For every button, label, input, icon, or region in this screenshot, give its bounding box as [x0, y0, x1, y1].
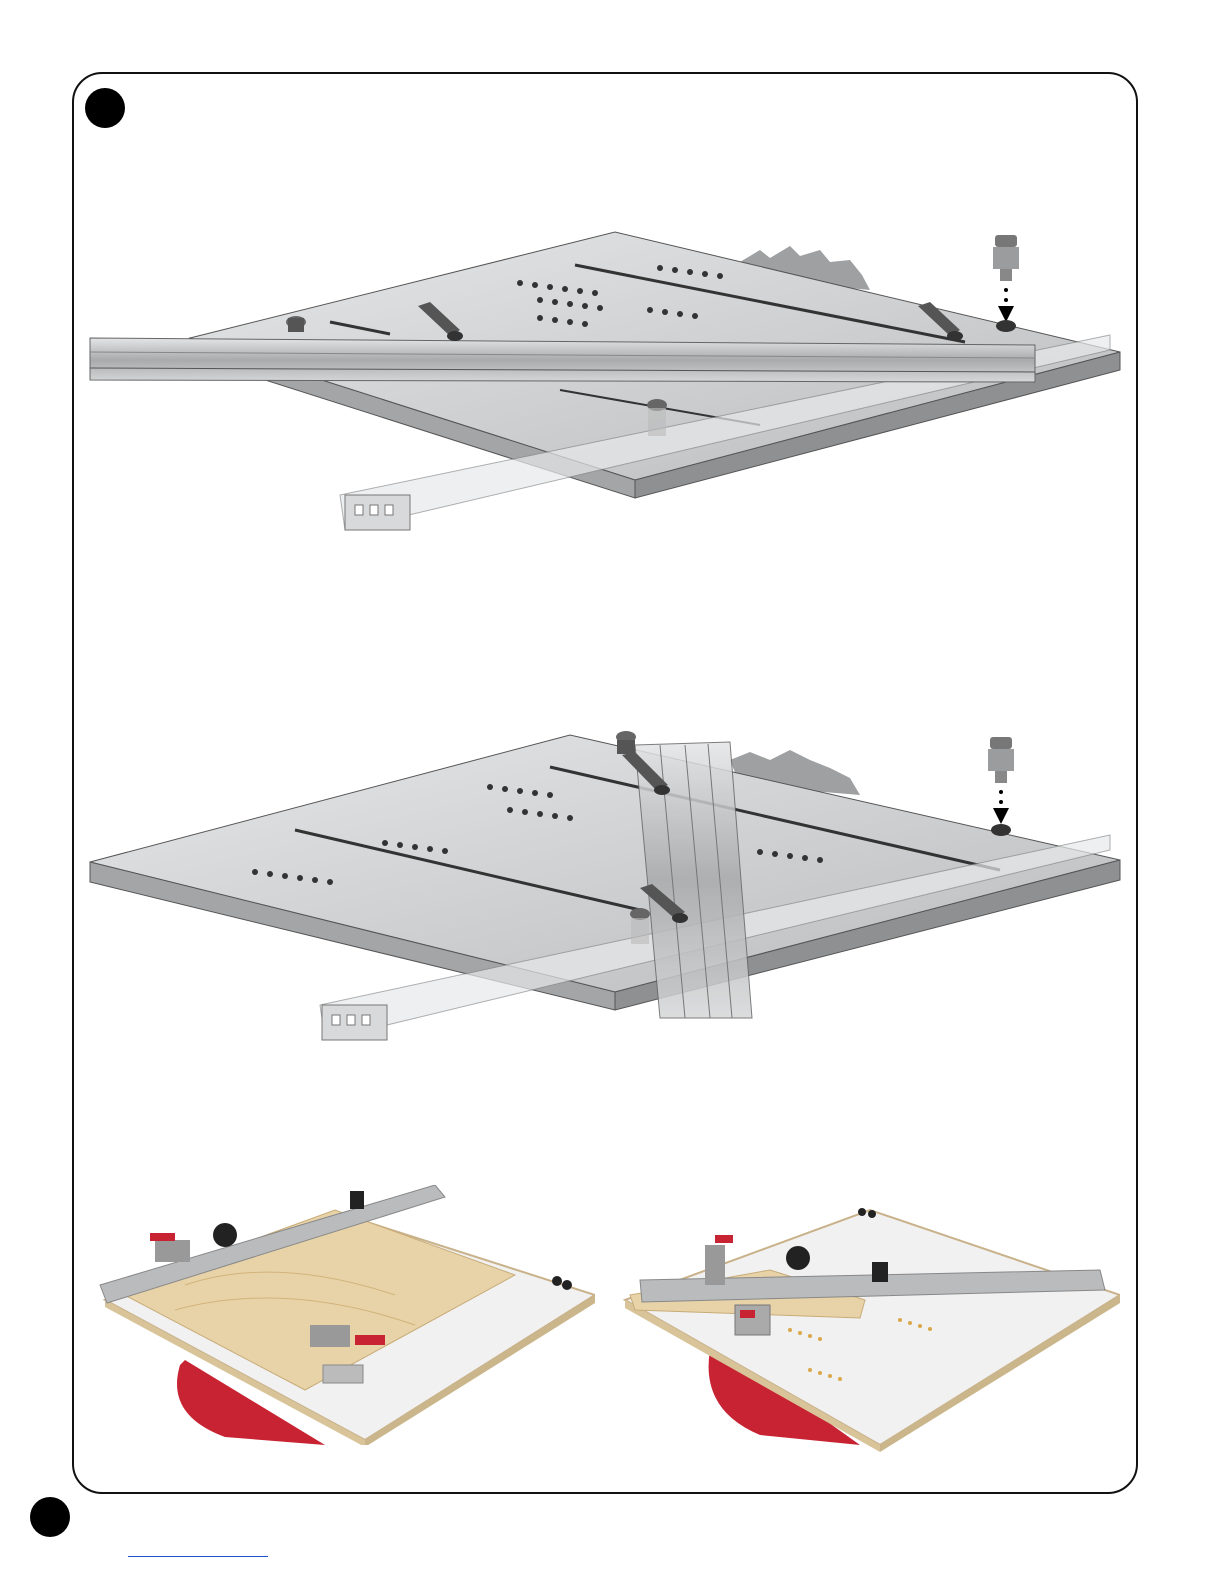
step-marker-top — [85, 88, 125, 128]
fence-knob-icon — [286, 316, 306, 332]
hold-down-clamp-icon — [310, 1325, 350, 1347]
photo-sled-crosscut — [95, 1185, 595, 1445]
star-knob-icon — [213, 1223, 237, 1247]
hold-down-clamp-icon — [705, 1245, 725, 1285]
fence-rail — [90, 338, 1035, 382]
hold-down-clamp-icon — [155, 1240, 190, 1262]
stop-block-icon — [872, 1262, 888, 1282]
star-knob-icon — [786, 1246, 810, 1270]
stop-pin-icon — [993, 235, 1019, 332]
rail-profile-icon — [345, 495, 410, 530]
illustration-fence-parallel — [0, 190, 1225, 750]
stop-pin-icon — [988, 737, 1014, 836]
photo-sled-miter — [620, 1200, 1120, 1460]
sled-base-photo — [625, 1210, 1120, 1445]
stop-block-icon — [350, 1191, 364, 1209]
page-number-marker — [30, 1497, 70, 1537]
fence-knob-icon — [630, 908, 650, 944]
rail-profile-icon — [322, 1005, 387, 1040]
footer-link[interactable] — [128, 1556, 268, 1557]
fence-knob-icon — [616, 731, 636, 754]
illustration-fence-angled — [0, 725, 1225, 1055]
hold-down-clamp-icon — [735, 1305, 770, 1335]
fence-knob-icon — [647, 399, 667, 436]
